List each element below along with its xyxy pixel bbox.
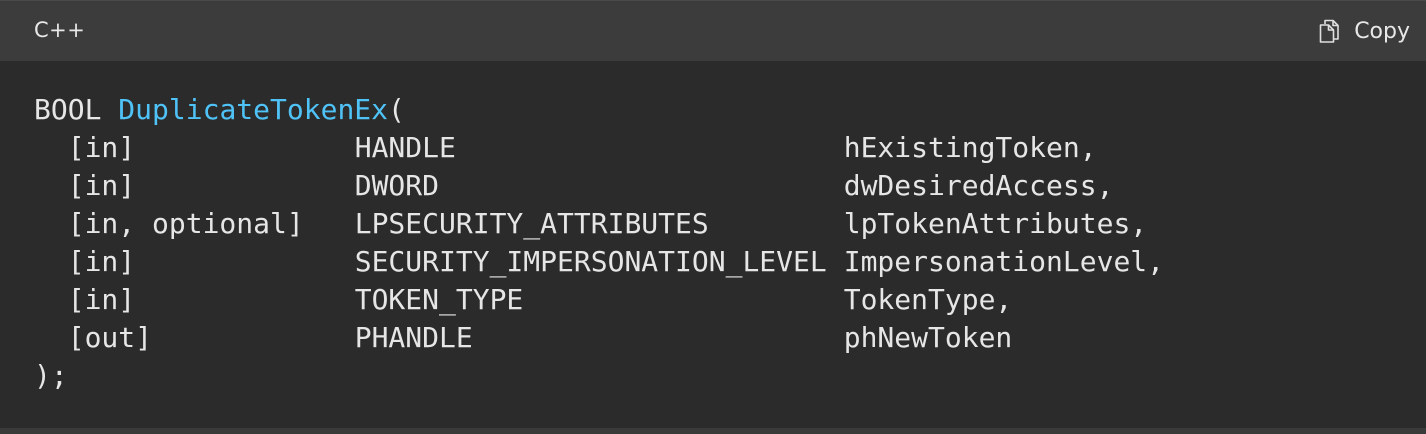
- param-type: PHANDLE: [354, 321, 473, 354]
- copy-label: Copy: [1354, 18, 1410, 44]
- param-line: [in] DWORD dwDesiredAccess,: [34, 167, 1164, 205]
- copy-button[interactable]: Copy: [1318, 12, 1410, 50]
- param-attr: [in]: [67, 131, 136, 164]
- param-line: [in] TOKEN_TYPE TokenType,: [34, 281, 1164, 319]
- function-name: DuplicateTokenEx: [118, 93, 389, 126]
- param-line: [in, optional] LPSECURITY_ATTRIBUTES lpTok…: [34, 205, 1164, 243]
- closing-paren: );: [34, 359, 68, 392]
- param-name: phNewToken: [843, 321, 1013, 354]
- param-name: ImpersonationLevel,: [843, 245, 1165, 278]
- param-attr: [out]: [67, 321, 153, 354]
- param-line: [in] HANDLE hExistingToken,: [34, 129, 1164, 167]
- bottom-edge: [0, 428, 1426, 434]
- param-name: dwDesiredAccess,: [843, 169, 1114, 202]
- param-attr: [in]: [67, 169, 136, 202]
- param-name: TokenType,: [843, 283, 1013, 316]
- param-attr: [in, optional]: [67, 207, 304, 240]
- code-block-header: C++ Copy: [0, 1, 1426, 61]
- param-type: DWORD: [354, 169, 440, 202]
- code-text: BOOL DuplicateTokenEx( [in] HANDLE hExisti…: [34, 91, 1164, 395]
- open-paren: (: [388, 93, 405, 126]
- code-body: BOOL DuplicateTokenEx( [in] HANDLE hExisti…: [0, 61, 1426, 429]
- param-type: TOKEN_TYPE: [354, 283, 524, 316]
- param-line: [in] SECURITY_IMPERSONATION_LEVEL Imperson…: [34, 243, 1164, 281]
- param-type: SECURITY_IMPERSONATION_LEVEL: [354, 245, 827, 278]
- code-line-signature: BOOL DuplicateTokenEx(: [34, 91, 1164, 129]
- code-line-closing: );: [34, 357, 1164, 395]
- copy-icon: [1318, 18, 1342, 44]
- param-line: [out] PHANDLE phNewToken: [34, 319, 1164, 357]
- param-attr: [in]: [67, 245, 136, 278]
- param-type: LPSECURITY_ATTRIBUTES: [354, 207, 709, 240]
- param-name: hExistingToken,: [843, 131, 1097, 164]
- param-name: lpTokenAttributes,: [843, 207, 1148, 240]
- return-type: BOOL: [34, 93, 119, 126]
- param-type: HANDLE: [354, 131, 456, 164]
- language-label: C++: [34, 18, 86, 42]
- param-attr: [in]: [67, 283, 136, 316]
